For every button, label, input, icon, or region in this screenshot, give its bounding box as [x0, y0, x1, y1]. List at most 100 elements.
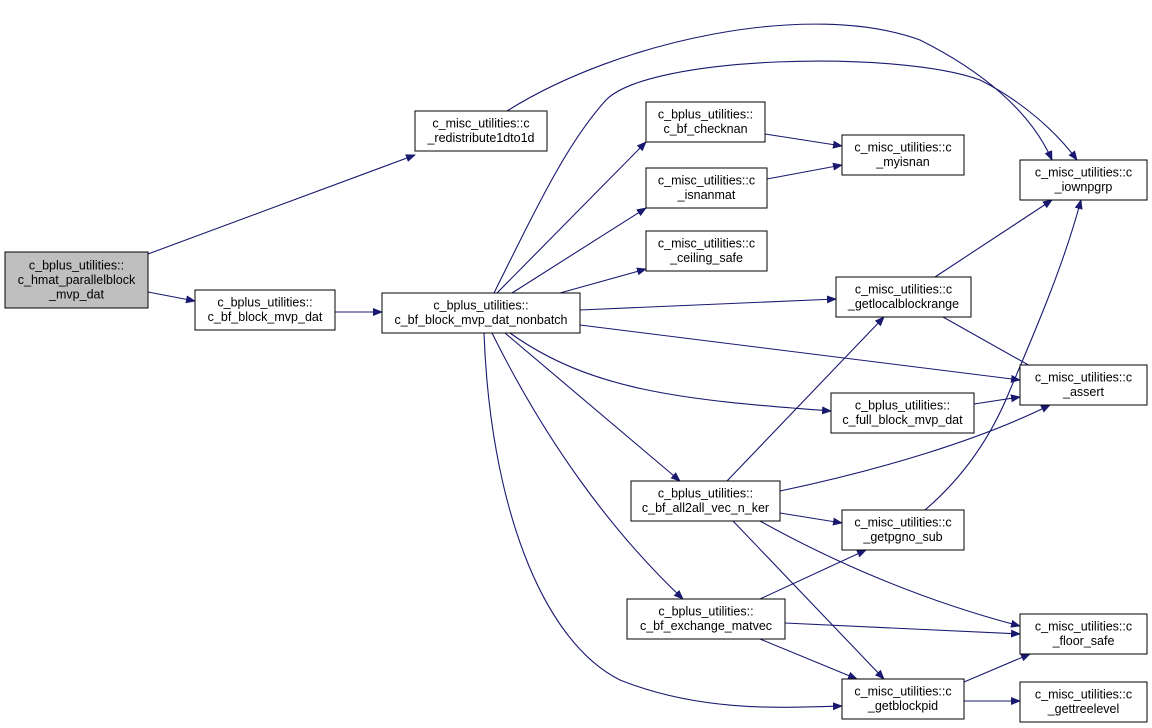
- node-label-line: c_full_block_mvp_dat: [842, 413, 963, 427]
- node-label-line: c_bf_all2all_vec_n_ker: [642, 501, 769, 515]
- edge-hmat_parallelblock-to-redistribute1dto1d: [147, 154, 416, 255]
- edge-bf_block_mvp_dat_nonbatch-to-full_block_mvp_dat: [509, 332, 832, 415]
- edge-bf_block_mvp_dat_nonbatch-to-bf_all2all_vec_n_ker: [504, 332, 681, 482]
- edge-bf_checknan-to-myisnan: [764, 133, 843, 149]
- node-box: [645, 230, 768, 272]
- node-label-line: c_bplus_utilities::: [658, 605, 753, 619]
- edge-bf_all2all_vec_n_ker-to-floor_safe: [759, 520, 1021, 628]
- node-label-line: c_bplus_utilities::: [433, 299, 528, 313]
- node-assert[interactable]: c_misc_utilities::c_assert: [1019, 364, 1148, 406]
- edges-layer: [147, 23, 1083, 711]
- node-box: [630, 480, 781, 522]
- edge-bf_exchange_matvec-to-getpgno_sub: [759, 549, 867, 600]
- node-redistribute1dto1d[interactable]: c_misc_utilities::c_redistribute1dto1d: [414, 110, 548, 152]
- node-full-block-mvp-dat[interactable]: c_bplus_utilities::c_full_block_mvp_dat: [830, 392, 975, 434]
- node-bf-exchange-matvec[interactable]: c_bplus_utilities::c_bf_exchange_matvec: [626, 598, 786, 640]
- node-label-line: _assert: [1062, 385, 1105, 399]
- node-myisnan[interactable]: c_misc_utilities::c_myisnan: [841, 134, 965, 176]
- node-label-line: c_bf_block_mvp_dat_nonbatch: [394, 313, 567, 327]
- node-bf-block-mvp-dat[interactable]: c_bplus_utilities::c_bf_block_mvp_dat: [194, 289, 336, 331]
- edge-getpgno_sub-to-iownpgrp: [924, 199, 1083, 511]
- node-box: [194, 289, 336, 331]
- node-label-line: c_bf_exchange_matvec: [640, 619, 772, 633]
- node-label-line: c_bf_block_mvp_dat: [208, 310, 323, 324]
- node-box: [1019, 159, 1148, 201]
- nodes-layer: c_bplus_utilities::c_hmat_parallelblock_…: [4, 101, 1148, 723]
- node-isnanmat[interactable]: c_misc_utilities::c_isnanmat: [645, 167, 768, 209]
- node-label-line: _mvp_dat: [48, 287, 104, 301]
- node-floor-safe[interactable]: c_misc_utilities::c_floor_safe: [1019, 613, 1148, 655]
- node-label-line: _ceiling_safe: [669, 251, 743, 265]
- node-iownpgrp[interactable]: c_misc_utilities::c_iownpgrp: [1019, 159, 1148, 201]
- node-label-line: c_misc_utilities::c: [1035, 371, 1132, 385]
- node-label-line: c_misc_utilities::c: [854, 516, 951, 530]
- edge-bf_block_mvp_dat_nonbatch-to-ceiling_safe: [559, 267, 647, 294]
- node-label-line: c_misc_utilities::c: [1035, 166, 1132, 180]
- node-box: [841, 678, 965, 720]
- node-box: [830, 392, 975, 434]
- node-label-line: c_misc_utilities::c: [658, 237, 755, 251]
- node-ceiling-safe[interactable]: c_misc_utilities::c_ceiling_safe: [645, 230, 768, 272]
- node-label-line: c_misc_utilities::c: [855, 283, 952, 297]
- node-box: [841, 134, 965, 176]
- node-box: [841, 509, 965, 551]
- node-label-line: c_misc_utilities::c: [658, 174, 755, 188]
- node-label-line: _isnanmat: [677, 188, 736, 202]
- edge-bf_all2all_vec_n_ker-to-getpgno_sub: [779, 512, 843, 526]
- node-box: [4, 251, 149, 309]
- edge-getlocalblockrange-to-iownpgrp: [934, 199, 1053, 278]
- edge-redistribute1dto1d-to-iownpgrp: [506, 23, 1053, 161]
- node-label-line: c_bf_checknan: [663, 122, 747, 136]
- node-label-line: c_misc_utilities::c: [432, 117, 529, 131]
- node-label-line: c_misc_utilities::c: [854, 141, 951, 155]
- edge-bf_block_mvp_dat_nonbatch-to-assert: [579, 324, 1021, 383]
- node-label-line: c_bplus_utilities::: [658, 108, 753, 122]
- node-label-line: c_hmat_parallelblock: [18, 273, 136, 287]
- node-label-line: c_misc_utilities::c: [1035, 620, 1132, 634]
- edge-isnanmat-to-myisnan: [766, 162, 843, 180]
- node-label-line: _floor_safe: [1052, 634, 1115, 648]
- node-label-line: _getpgno_sub: [862, 530, 942, 544]
- node-box: [381, 292, 581, 334]
- node-label-line: _myisnan: [875, 155, 930, 169]
- node-bf-block-mvp-dat-nonbatch[interactable]: c_bplus_utilities::c_bf_block_mvp_dat_no…: [381, 292, 581, 334]
- node-box: [1019, 364, 1148, 406]
- node-bf-all2all-vec-n-ker[interactable]: c_bplus_utilities::c_bf_all2all_vec_n_ke…: [630, 480, 781, 522]
- node-label-line: c_bplus_utilities::: [217, 296, 312, 310]
- edge-bf_exchange_matvec-to-getblockpid: [759, 638, 858, 680]
- node-hmat-parallelblock[interactable]: c_bplus_utilities::c_hmat_parallelblock_…: [4, 251, 149, 309]
- edge-bf_all2all_vec_n_ker-to-getlocalblockrange: [726, 316, 885, 482]
- node-box: [1019, 613, 1148, 655]
- node-getblockpid[interactable]: c_misc_utilities::c_getblockpid: [841, 678, 965, 720]
- edge-bf_exchange_matvec-to-floor_safe: [784, 622, 1021, 638]
- node-box: [645, 167, 768, 209]
- edge-bf_block_mvp_dat_nonbatch-to-getblockpid: [483, 332, 843, 711]
- node-box: [414, 110, 548, 152]
- node-box: [835, 276, 972, 318]
- node-label-line: _redistribute1dto1d: [426, 131, 534, 145]
- edge-bf_block_mvp_dat_nonbatch-to-bf_exchange_matvec: [491, 332, 684, 600]
- edge-bf_block_mvp_dat_nonbatch-to-getlocalblockrange: [579, 295, 837, 311]
- node-box: [626, 598, 786, 640]
- edge-getblockpid-to-floor_safe: [963, 653, 1031, 683]
- node-getpgno-sub[interactable]: c_misc_utilities::c_getpgno_sub: [841, 509, 965, 551]
- node-label-line: c_misc_utilities::c: [1035, 688, 1132, 702]
- edge-bf_all2all_vec_n_ker-to-assert: [779, 404, 1051, 492]
- node-box: [645, 101, 766, 143]
- edge-bf_block_mvp_dat_nonbatch-to-isnanmat: [511, 207, 647, 294]
- node-getlocalblockrange[interactable]: c_misc_utilities::c_getlocalblockrange: [835, 276, 972, 318]
- node-label-line: _getlocalblockrange: [847, 297, 959, 311]
- node-label-line: c_misc_utilities::c: [854, 685, 951, 699]
- edge-bf_all2all_vec_n_ker-to-getblockpid: [732, 520, 885, 680]
- node-label-line: _iownpgrp: [1054, 180, 1113, 194]
- node-bf-checknan[interactable]: c_bplus_utilities::c_bf_checknan: [645, 101, 766, 143]
- edge-hmat_parallelblock-to-bf_block_mvp_dat: [147, 291, 196, 304]
- node-label-line: _getblockpid: [867, 699, 938, 713]
- node-label-line: c_bplus_utilities::: [29, 258, 124, 272]
- edge-bf_block_mvp_dat_nonbatch-to-iownpgrp: [493, 60, 1078, 294]
- node-label-line: c_bplus_utilities::: [855, 399, 950, 413]
- node-gettreelevel[interactable]: c_misc_utilities::c_gettreelevel: [1019, 681, 1148, 723]
- edge-bf_block_mvp_dat_nonbatch-to-bf_checknan: [496, 141, 647, 294]
- edge-full_block_mvp_dat-to-assert: [973, 394, 1021, 405]
